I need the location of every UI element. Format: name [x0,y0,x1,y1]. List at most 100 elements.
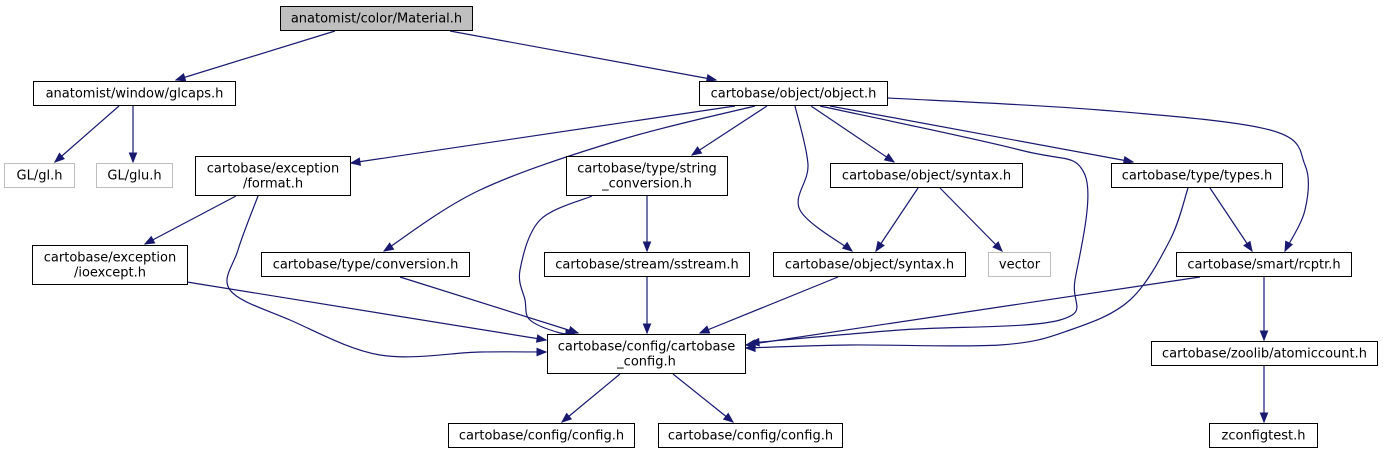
node-ioexcept[interactable]: cartobase/exception/ioexcept.h [32,245,188,285]
edge-syntax-upper-to-vector [939,187,1003,252]
edge-string-conversion-to-sstream [642,196,652,253]
arrowhead [535,334,548,343]
arrowhead [143,235,156,245]
node-syntax-lower[interactable]: cartobase/object/syntax.h [773,252,966,277]
node-box [988,252,1051,277]
node-cartobase-config[interactable]: cartobase/config/cartobase_config.h [547,334,746,374]
edge-object-to-types [829,105,1135,165]
node-config-left[interactable]: cartobase/config/config.h [448,423,635,448]
node-box [1151,341,1378,366]
node-zconfigtest[interactable]: zconfigtest.h [1209,423,1318,448]
edge-conversion-to-cartobase-config [399,276,580,335]
arrowhead [698,325,711,334]
edges-layer [53,30,1310,424]
node-label: cartobase/smart/rcptr.h [1187,258,1340,273]
node-box [32,245,188,285]
node-box [4,163,75,188]
node-box [195,156,351,196]
node-sstream[interactable]: cartobase/stream/sstream.h [544,252,750,277]
node-glu: GL/glu.h [96,163,173,188]
arrowhead [1284,240,1294,253]
node-label: cartobase/stream/sstream.h [555,258,739,273]
node-box [261,252,470,277]
arrowhead [875,240,885,253]
arrowhead [705,74,718,83]
node-config-right[interactable]: cartobase/config/config.h [658,423,843,448]
edge-atomiccount-to-zconfigtest [1259,366,1269,424]
edge-object-to-rcptr [887,97,1310,253]
arrowhead [1243,240,1253,253]
node-box [280,6,473,31]
edge-format-to-cartobase-config [226,195,548,358]
node-box [1209,423,1318,448]
edge-glcaps-to-gl [53,105,120,163]
node-label: _conversion.h [601,177,692,192]
arrowhead [567,326,580,335]
node-label: cartobase/type/string [577,162,717,177]
nodes-layer: anatomist/color/Material.h anatomist/wind… [4,6,1378,448]
arrowhead [744,339,757,348]
edge-object-to-format [349,105,736,166]
edge-rcptr-to-cartobase-config [744,276,1201,348]
node-label: /ioexcept.h [74,266,146,281]
node-box [830,163,1023,188]
edge-rcptr-to-atomiccount [1259,277,1269,342]
arrowhead [1259,412,1269,424]
node-object[interactable]: cartobase/object/object.h [699,81,888,106]
arrowhead [1122,156,1135,165]
node-label: GL/gl.h [17,169,63,184]
edge-object-to-string-conversion [690,105,768,156]
edge-ioexcept-to-cartobase-config [186,281,548,343]
edge-material-to-glcaps [174,30,336,82]
edge-material-to-object [449,30,718,83]
arrowhead [1259,330,1269,342]
edge-object-to-conversion [382,105,756,252]
arrowhead [560,412,573,423]
arrowhead [174,73,187,82]
edge-syntax-upper-to-syntax-lower [875,187,919,253]
arrowhead [349,157,362,166]
arrowhead [642,323,652,335]
arrowhead [883,153,896,163]
node-box [33,81,236,106]
node-box [544,252,750,277]
node-atomiccount[interactable]: cartobase/zoolib/atomiccount.h [1151,341,1378,366]
arrowhead [690,146,703,156]
node-box [773,252,966,277]
edge-object-to-cartobase-config [748,105,1089,347]
node-box [547,334,746,374]
node-label: cartobase/config/cartobase [558,340,736,355]
node-rcptr[interactable]: cartobase/smart/rcptr.h [1176,252,1352,277]
node-glcaps[interactable]: anatomist/window/glcaps.h [33,81,236,106]
node-label: cartobase/exception [44,251,176,266]
node-material[interactable]: anatomist/color/Material.h [280,6,473,31]
node-box [699,81,888,106]
node-label: cartobase/type/conversion.h [273,258,459,273]
node-gl: GL/gl.h [4,163,75,188]
node-syntax-upper[interactable]: cartobase/object/syntax.h [830,163,1023,188]
edge-cartobase-config-to-config-left [560,373,621,423]
edge-glcaps-to-glu [128,106,138,164]
node-label: cartobase/exception [207,162,339,177]
arrowhead [536,347,548,357]
node-types[interactable]: cartobase/type/types.h [1111,163,1283,188]
edge-format-to-ioexcept [143,195,237,245]
arrowhead [722,412,735,423]
node-label: anatomist/color/Material.h [291,12,462,27]
edge-object-to-syntax-lower [794,105,854,252]
edge-syntax-lower-to-cartobase-config [698,276,839,334]
node-label: cartobase/object/object.h [711,87,877,102]
node-label: zconfigtest.h [1222,429,1306,444]
arrowhead [53,152,66,163]
edge-sstream-to-cartobase-config [642,277,652,335]
edge-cartobase-config-to-config-right [672,373,735,423]
edge-types-to-rcptr [1209,187,1253,253]
node-conversion[interactable]: cartobase/type/conversion.h [261,252,470,277]
node-label: cartobase/object/syntax.h [842,169,1011,184]
node-label: _config.h [616,355,676,370]
arrowhead [382,242,395,252]
node-format[interactable]: cartobase/exception/format.h [195,156,351,196]
node-string-conversion[interactable]: cartobase/type/string_conversion.h [566,156,728,196]
node-box [658,423,843,448]
